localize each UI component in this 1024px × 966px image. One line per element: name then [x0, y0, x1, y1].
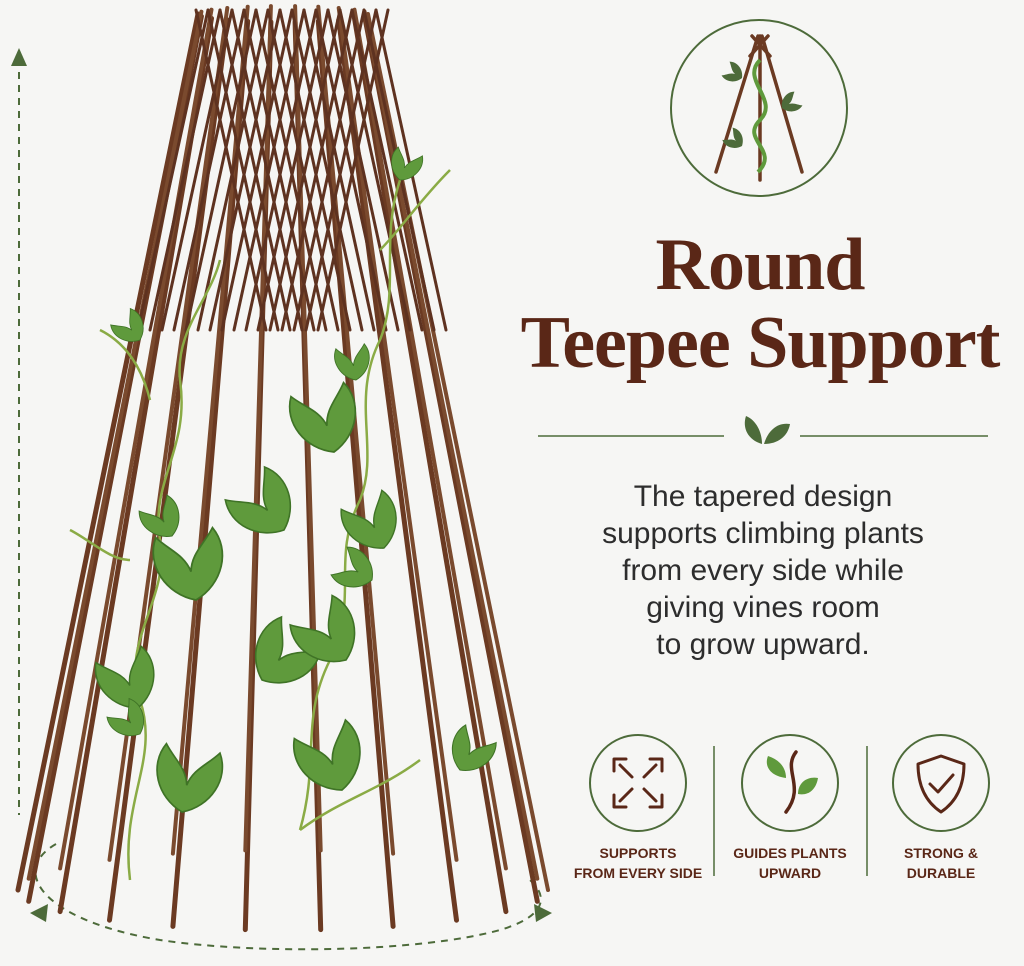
lattice-strand — [256, 8, 330, 332]
lattice-strand — [220, 8, 294, 332]
description-line: The tapered design — [633, 480, 893, 513]
lattice-strand — [232, 8, 306, 332]
teepee-stake — [336, 17, 459, 923]
feature-label-line: FROM EVERY SIDE — [573, 865, 703, 881]
title-divider — [538, 416, 988, 444]
lattice-strand — [316, 8, 390, 332]
lattice-strand — [172, 8, 246, 332]
teepee-stake — [15, 11, 201, 893]
lattice-strand — [268, 8, 342, 332]
feature-label-line: SUPPORTS — [599, 845, 677, 861]
page-title-line-2: Teepee Support — [520, 302, 1001, 384]
lattice-strand — [280, 8, 354, 332]
page-title-line-1: Round — [655, 224, 866, 306]
product-description: The tapered design supports climbing pla… — [540, 478, 986, 663]
teepee-stake — [315, 18, 396, 929]
teepee-lattice — [136, 8, 448, 332]
teepee-logo-badge — [670, 19, 848, 197]
feature-guides-label: GUIDES PLANTS UPWARD — [715, 843, 865, 883]
teepee-stake — [352, 7, 508, 871]
feature-label-line: DURABLE — [906, 865, 976, 881]
teepee-stake — [58, 7, 214, 871]
lattice-strand — [196, 8, 270, 332]
feature-supports-label: SUPPORTS FROM EVERY SIDE — [563, 843, 713, 883]
lattice-strand — [244, 8, 318, 332]
teepee-stakes — [15, 4, 550, 933]
lattice-strand — [208, 8, 282, 332]
lattice-strand — [184, 8, 258, 332]
description-line: to grow upward. — [656, 628, 870, 661]
sprout-vine-icon — [741, 734, 839, 832]
teepee-stake — [243, 4, 273, 853]
description-line: from every side while — [622, 554, 904, 587]
description-line: supports climbing plants — [602, 517, 924, 550]
expand-arrows-icon — [589, 734, 687, 832]
height-dimension-arrow — [11, 48, 27, 815]
leaf-icon — [744, 416, 790, 444]
feature-durable-label: STRONG & DURABLE — [866, 843, 1016, 883]
lattice-strand — [160, 8, 234, 332]
teepee-stake — [352, 15, 509, 915]
feature-label-line: GUIDES PLANTS — [733, 845, 847, 861]
lattice-strand — [304, 8, 378, 332]
circumference-dimension-arrow — [30, 843, 552, 951]
teepee-stake — [26, 9, 204, 881]
teepee-stake — [362, 9, 540, 881]
lattice-strand — [136, 8, 210, 332]
lattice-strand — [148, 8, 222, 332]
description-line: giving vines room — [646, 591, 880, 624]
lattice-strand — [292, 8, 366, 332]
teepee-stake — [316, 4, 396, 856]
teepee-stake — [170, 4, 250, 856]
shield-check-icon — [892, 734, 990, 832]
feature-label-line: STRONG & — [904, 845, 978, 861]
feature-label-line: UPWARD — [758, 865, 822, 881]
